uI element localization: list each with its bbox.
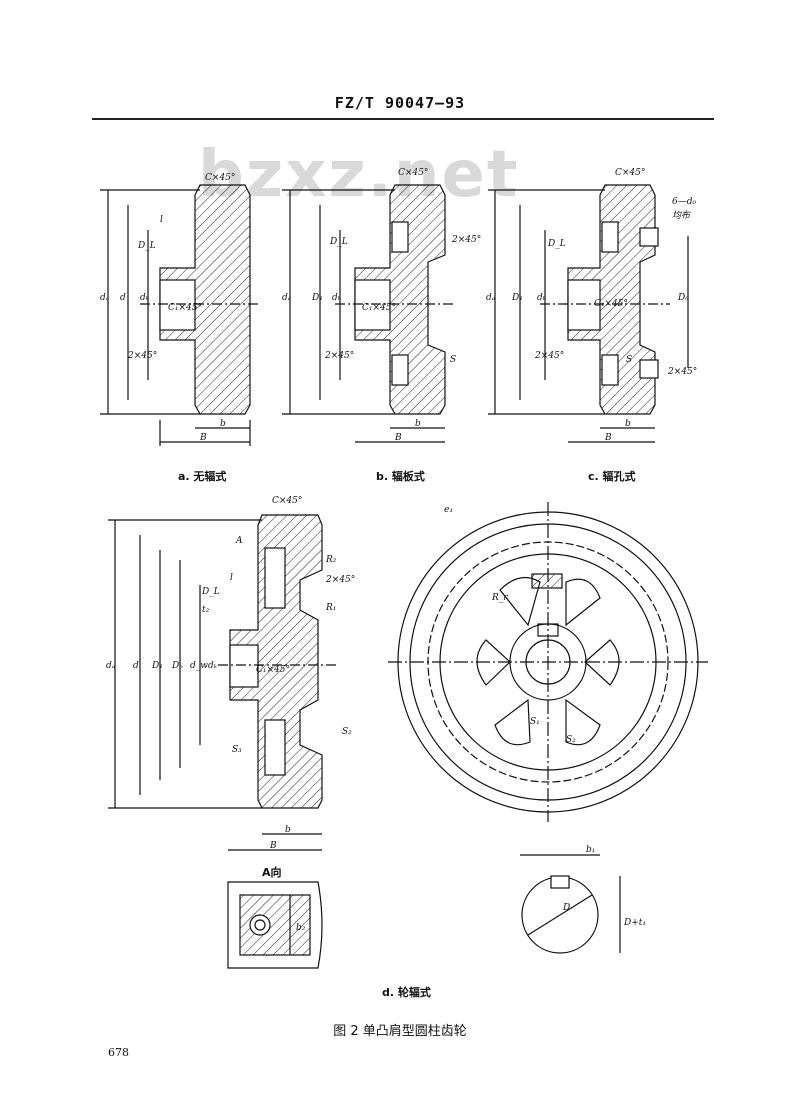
d-S2-front: S₂	[566, 735, 576, 745]
b-B: B	[394, 433, 402, 443]
b-S: S	[450, 355, 456, 365]
b-chamfer-2b: 2×45°	[324, 351, 354, 361]
d-S2: S₂	[342, 727, 352, 737]
d-da: dₐ	[106, 661, 115, 671]
b-chamfer-c1: C₁×45°	[362, 303, 396, 313]
c-D0: D₀	[677, 293, 689, 303]
c-chamfer-c: C×45°	[615, 168, 645, 178]
a-l: l	[160, 215, 163, 225]
caption-b: b. 辐板式	[376, 469, 425, 483]
view-a-detail	[227, 881, 323, 969]
d-dk: dₖ	[208, 661, 218, 671]
b-dk: dₖ	[332, 293, 342, 303]
d-Rr: R_r	[491, 593, 508, 603]
c-da: dₐ	[486, 293, 495, 303]
d-S1: S₁	[530, 717, 540, 727]
c-S: S	[626, 355, 632, 365]
figure-caption: 图 2 单凸肩型圆柱齿轮	[333, 1024, 467, 1039]
page-number: 678	[108, 1046, 129, 1059]
d-dw: d_w	[190, 661, 208, 671]
figure-b-web-gear	[282, 184, 455, 443]
d-DL: D_L	[201, 587, 220, 597]
b-D1: D₁	[311, 293, 323, 303]
d-R2: R₂	[325, 555, 337, 565]
c-b: b	[625, 419, 631, 429]
b-b: b	[415, 419, 421, 429]
caption-a: a. 无辐式	[178, 469, 226, 483]
c-holes-note: 均布	[672, 210, 692, 221]
c-chamfer-2b: 2×45°	[667, 367, 697, 377]
view-a-bs: b₂	[296, 923, 306, 933]
view-a-label: A向	[262, 865, 282, 879]
a-da: dₐ	[100, 293, 109, 303]
c-holes: 6—d₀	[672, 197, 696, 207]
d-chamfer-c1: C₁×45°	[256, 665, 290, 675]
caption-c: c. 辐孔式	[588, 469, 636, 483]
keyway-detail	[520, 854, 621, 954]
figure-c-hole-gear	[488, 184, 689, 443]
standard-code: FZ/T 90047—93	[334, 94, 466, 112]
a-dk: dₖ	[140, 293, 150, 303]
d-chamfer-2: 2×45°	[325, 575, 355, 585]
d-chamfer-c: C×45°	[272, 496, 302, 506]
d-S3: S₃	[232, 745, 242, 755]
a-B: B	[199, 433, 207, 443]
b-da: dₐ	[282, 293, 291, 303]
d-R1: R₁	[325, 603, 336, 613]
c-chamfer-2: 2×45°	[534, 351, 564, 361]
figure-d-spoke-section	[108, 514, 336, 851]
d-A: A	[235, 536, 243, 546]
d-d: d	[133, 661, 139, 671]
d-e1: e₁	[444, 505, 453, 515]
b-chamfer-2: 2×45°	[451, 235, 481, 245]
a-b: b	[220, 419, 226, 429]
a-chamfer-c1: C₁×45°	[168, 303, 202, 313]
keyway-Dt: D+t₁	[623, 918, 646, 928]
d-t2: t₂	[202, 605, 210, 615]
d-b: b	[285, 825, 291, 835]
caption-d: d. 轮辐式	[382, 985, 431, 999]
a-chamfer-c: C×45°	[205, 173, 235, 183]
c-dk: dₖ	[537, 293, 547, 303]
a-DL: D_L	[137, 241, 156, 251]
a-d: d	[120, 293, 126, 303]
b-DL: D_L	[329, 237, 348, 247]
keyway-b1: b₁	[586, 845, 595, 855]
c-DL: D_L	[547, 239, 566, 249]
d-B: B	[269, 841, 277, 851]
c-B: B	[604, 433, 612, 443]
c-D1: D₁	[511, 293, 523, 303]
keyway-D: D	[562, 903, 570, 913]
figure-a-solid-gear	[100, 184, 260, 446]
watermark: bzxz.net	[198, 138, 520, 212]
header-rule	[92, 118, 714, 120]
b-chamfer-c: C×45°	[398, 168, 428, 178]
d-D1: D₁	[151, 661, 163, 671]
c-chamfer-c1: C₁×45°	[594, 299, 628, 309]
d-l: l	[230, 573, 233, 583]
d-Dn: Dₙ	[171, 661, 183, 671]
figure-d-front-view	[388, 502, 708, 822]
a-chamfer-2: 2×45°	[127, 351, 157, 361]
